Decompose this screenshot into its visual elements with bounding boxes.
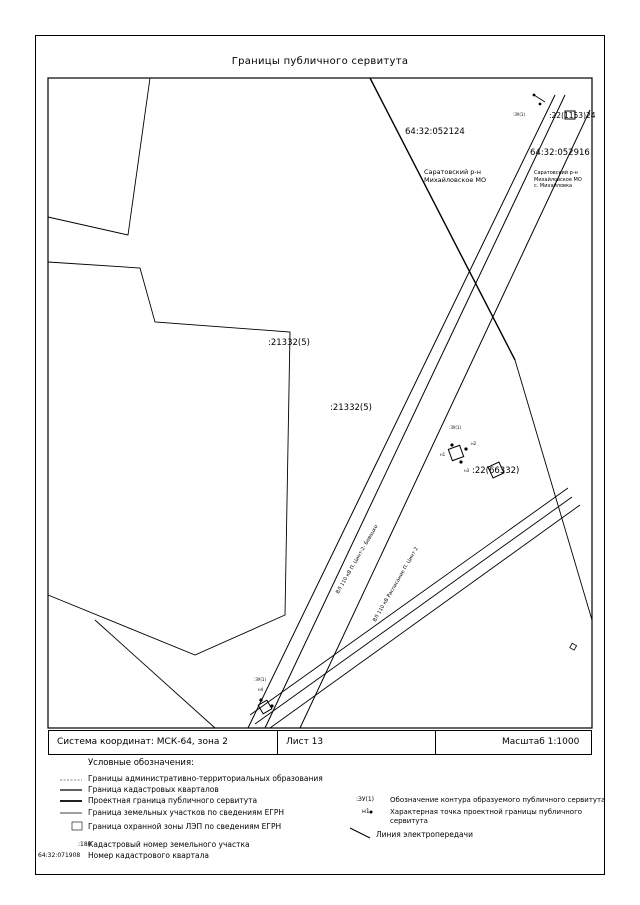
coord-system: Система координат: МСК-64, зона 2 [57, 737, 228, 747]
sheet-frame [35, 35, 605, 875]
sheet-number: Лист 13 [277, 731, 435, 754]
parcel-label-d: :22(1153)24 [549, 111, 596, 120]
cluster-label-top: :ЗУ(1) [513, 112, 526, 117]
point-marker [464, 447, 468, 451]
point-label-4: н4 [258, 687, 264, 692]
easement-contour-bottom [257, 699, 273, 715]
district-left-line-1: Саратовский р-н [424, 168, 481, 176]
info-bar: Система координат: МСК-64, зона 2 Лист 1… [48, 730, 592, 755]
small-marker [569, 642, 578, 651]
legend-sym-point [369, 810, 373, 814]
legend-item-quarter-number: Номер кадастрового квартала [88, 851, 209, 860]
point-marker [459, 460, 463, 464]
map-title: Границы публичного сервитута [231, 56, 409, 67]
legend-title: Условные обозначения: [88, 758, 194, 768]
legend-item-contour: Обозначение контура образуемого публично… [390, 796, 606, 804]
quarter-boundary [369, 77, 516, 361]
parcel-label-b: :21332(5) [330, 403, 372, 413]
power-line-2 [299, 109, 591, 729]
legend-code-contour: :ЗУ(1) [356, 796, 375, 803]
legend-item-parcel-number: Кадастровый номер земельного участка [88, 840, 250, 849]
legend-item-easement: Проектная граница публичного сервитута [88, 796, 258, 805]
protection-zone-2 [254, 496, 573, 725]
quarter-label-right: 64:32:052916 [530, 148, 590, 158]
point-marker [538, 102, 542, 106]
scale: Масштаб 1:1000 [435, 731, 591, 754]
legend-item-admin: Границы административно-территориальных … [88, 774, 323, 783]
district-right-line-1: Саратовский р-н [534, 170, 578, 176]
protection-zone-1 [249, 487, 569, 716]
easement-contour-mid [447, 444, 465, 462]
parcel-boundary-large [47, 261, 291, 656]
parcel-label-c: :22(66332) [472, 466, 520, 476]
easement-contour-top [564, 110, 576, 120]
district-right-line-2: Михайловское МО [534, 176, 582, 183]
parcel-boundary-left [47, 77, 151, 236]
cluster-label-bottom: :ЗУ(1) [254, 677, 267, 682]
legend-sym-powerline [349, 827, 371, 839]
legend-code-point: н1 [362, 808, 370, 815]
district-right-line-3: с. Михайловка [534, 183, 573, 189]
quarter-boundary-2 [514, 359, 593, 621]
legend-item-point: Характерная точка проектной границы публ… [390, 808, 583, 825]
cluster-label-mid: :ЗУ(1) [449, 425, 462, 430]
legend-item-quarter: Граница кадастровых кварталов [88, 785, 219, 794]
quarter-label-top: 64:32:052124 [405, 127, 465, 137]
legend-item-powerline: Линия электропередачи [376, 830, 473, 839]
point-label-3: н3 [464, 468, 470, 473]
point-leader [533, 94, 546, 103]
protection-zone-3 [269, 504, 581, 729]
map-frame [47, 77, 593, 729]
legend-sym-zone [71, 821, 83, 831]
power-line-1-b [264, 94, 566, 729]
parcel-boundary-bottom [94, 619, 216, 729]
power-line-1 [247, 94, 556, 729]
point-marker [259, 698, 263, 702]
point-marker [450, 443, 454, 447]
legend-item-zone: Граница охранной зоны ЛЭП по сведениям Е… [88, 822, 282, 831]
legend-code-parcel: :180 [78, 841, 92, 848]
point-marker [270, 704, 274, 708]
district-label-right: Саратовский р-н Михайловское МО с. Михай… [534, 170, 582, 190]
parcel-label-a: :21332(5) [268, 338, 310, 348]
point-label-1: н1 [440, 452, 446, 457]
point-label-2: н2 [471, 441, 477, 446]
easement-contour-right [487, 461, 505, 479]
district-label-left: Саратовский р-н Михайловское МО [424, 168, 486, 184]
district-left-line-2: Михайловское МО [424, 176, 487, 184]
legend-code-quarter: 64:32:071908 [38, 852, 81, 859]
legend-item-parcel: Граница земельных участков по сведениям … [88, 808, 285, 817]
